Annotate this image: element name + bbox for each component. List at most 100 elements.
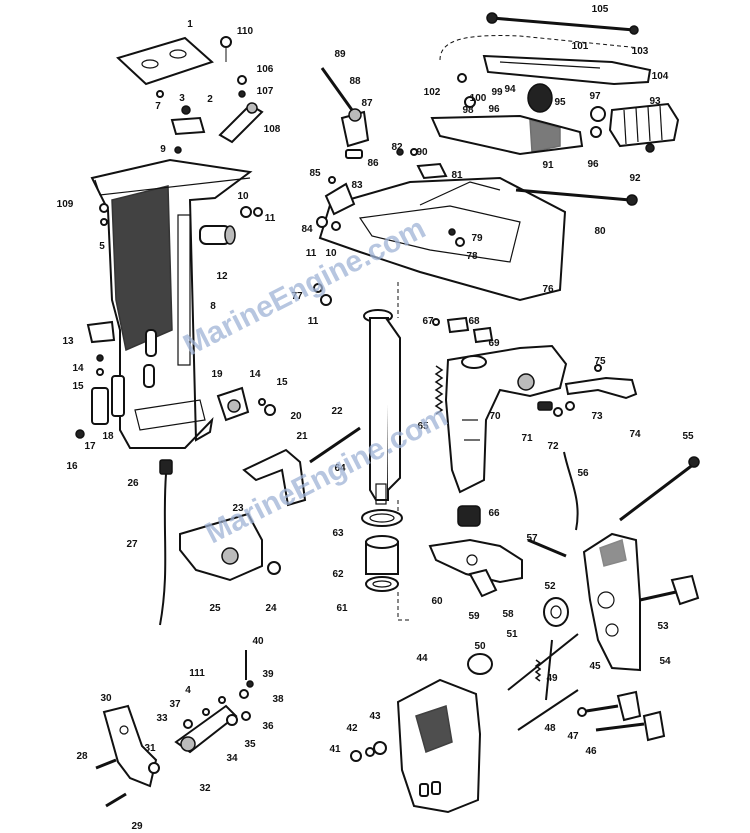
part-number-11: 11 [265,213,276,224]
bolt-part-57 [527,538,567,558]
part-number-57: 57 [526,533,538,544]
part-number-29: 29 [131,821,143,832]
part-number-36: 36 [262,721,274,732]
part-number-16: 16 [66,461,78,472]
part-number-75: 75 [594,356,606,367]
water-pump-parts-19-20 [216,386,276,422]
part-number-82: 82 [391,142,403,153]
part-number-15: 15 [72,381,84,392]
part-number-10: 10 [237,191,249,202]
part-number-22: 22 [331,406,343,417]
part-number-7: 7 [155,101,161,112]
handle-grip-part-93 [608,102,680,148]
part-number-14: 14 [249,369,261,380]
swivel-bracket-part-76 [318,176,567,302]
part-number-46: 46 [585,746,597,757]
part-number-80: 80 [594,226,606,237]
tiller-arm-part-96 [430,114,584,156]
part-number-55: 55 [682,431,694,442]
part-number-93: 93 [649,96,661,107]
through-bolt-part-55 [619,456,700,522]
part-number-61: 61 [336,603,348,614]
swivel-housing-part-70 [444,344,568,494]
part-number-21: 21 [296,431,308,442]
part-number-86: 86 [367,158,379,169]
washers-parts-77-79 [313,228,465,306]
part-number-67: 67 [422,316,434,327]
tilt-lever-parts-73-75 [564,364,638,411]
small-bracket-part-3 [170,105,206,136]
part-number-14: 14 [72,363,84,374]
part-number-54: 54 [659,656,671,667]
part-number-24: 24 [265,603,277,614]
part-number-42: 42 [346,723,358,734]
part-number-92: 92 [629,173,641,184]
part-number-8: 8 [210,301,216,312]
part-number-27: 27 [126,539,138,550]
bolt-part-22 [309,426,361,464]
part-number-68: 68 [468,316,480,327]
part-number-90: 90 [416,147,428,158]
throttle-parts-94-100 [457,73,655,153]
part-number-66: 66 [488,508,500,519]
small-hardware [99,75,263,226]
part-number-28: 28 [76,751,88,762]
part-number-47: 47 [567,731,579,742]
part-number-96: 96 [587,159,599,170]
part-number-89: 89 [334,49,346,60]
shift-arm-parts-30-32 [95,704,160,808]
pin-parts-71-72 [537,401,563,417]
part-number-60: 60 [431,596,443,607]
part-number-72: 72 [547,441,559,452]
stern-bracket-part-54 [582,532,641,672]
steering-pin-parts-86-89 [320,67,370,159]
clips-parts-67-69 [432,316,494,344]
part-number-96: 96 [488,104,500,115]
part-number-4: 4 [185,685,191,696]
cover-plate-parts-13-18 [75,320,125,439]
part-number-53: 53 [657,621,669,632]
part-number-81: 81 [451,170,463,181]
part-number-69: 69 [488,338,500,349]
part-number-11: 11 [306,248,317,259]
water-tube-parts-26-27 [159,459,173,626]
part-number-48: 48 [544,723,556,734]
screw-part-110 [220,36,232,62]
throttle-cable-part-105 [486,12,639,35]
hardware-parts-41-43 [350,741,387,762]
water-tube-grommet-part-12 [199,225,236,245]
clamp-bracket-parts-58-60 [428,538,523,598]
spring-and-rod-parts-48-51 [507,633,579,731]
part-number-71: 71 [521,433,533,444]
part-number-20: 20 [290,411,302,422]
part-number-104: 104 [652,71,669,82]
part-number-65: 65 [417,421,429,432]
shift-lever-part-108 [218,102,264,144]
steering-tube-part-64 [363,309,401,505]
part-number-97: 97 [589,91,601,102]
part-number-3: 3 [179,93,185,104]
lower-cover-part-23 [242,448,307,507]
part-number-101: 101 [572,41,589,52]
shift-rod-assembly-parts-33-40 [174,650,254,754]
link-rod-part-56 [563,451,579,531]
part-number-49: 49 [546,673,558,684]
part-number-10: 10 [325,248,337,259]
spacer-part-52 [543,597,569,627]
part-number-5: 5 [99,241,105,252]
leader-dashed-lines [397,282,412,621]
part-number-37: 37 [169,699,181,710]
part-number-83: 83 [351,180,363,191]
clamp-screws-parts-45-47 [577,690,666,742]
part-number-41: 41 [329,744,341,755]
part-number-32: 32 [199,783,211,794]
part-number-79: 79 [471,233,483,244]
part-number-26: 26 [127,478,139,489]
part-number-19: 19 [211,369,223,380]
part-number-23: 23 [232,503,244,514]
part-number-33: 33 [156,713,168,724]
part-number-58: 58 [502,609,514,620]
lever-part-81 [396,148,448,180]
part-number-87: 87 [361,98,373,109]
